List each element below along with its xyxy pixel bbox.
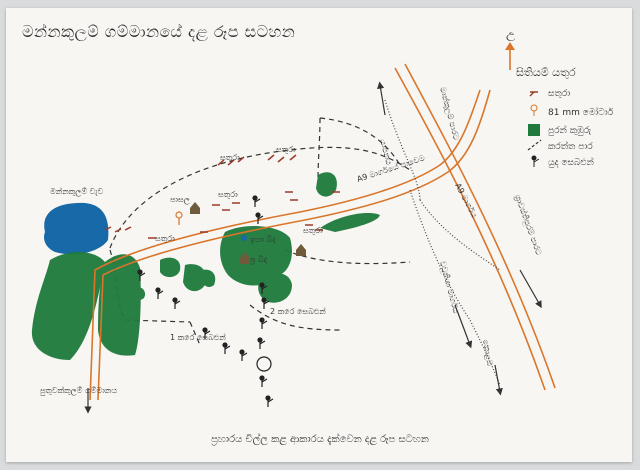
legend-cart-track-icon xyxy=(527,139,542,151)
enemy-label-right: සතුරා xyxy=(303,226,323,235)
village-south-label: පුතුවක්කුලම් ගම්මානය xyxy=(39,385,117,396)
legend-item-label-enemy: සතුරා xyxy=(548,89,570,99)
point-a-label: ඉහා බිද xyxy=(250,235,276,244)
enemy-symbol-icons xyxy=(104,154,340,239)
road-label-north: යාපනය xyxy=(378,138,393,166)
enemy-label-north2: සතුරා xyxy=(276,145,296,154)
rail-lines xyxy=(384,99,501,386)
point-b-label: ප්‍ර බිද xyxy=(249,255,267,264)
mannakulam-tank xyxy=(44,202,109,255)
temple-label: පාසල xyxy=(170,195,190,205)
mortar-icon xyxy=(175,211,183,225)
objective-circle xyxy=(256,356,272,372)
enemy-label-center: සතුරා xyxy=(218,190,238,199)
building-icons xyxy=(190,202,306,264)
soldier-icons xyxy=(137,195,274,407)
legend-item-label-mortar: 81 mm මෝටාර් xyxy=(548,107,614,118)
legend-item-label-paddy: පුරන් කුඹුරු xyxy=(548,125,592,136)
company-2-label: 2 කරෙ සෙබළුන් xyxy=(270,306,326,316)
map-sheet xyxy=(6,8,632,462)
legend-soldier-icon xyxy=(531,155,540,167)
map-caption: ප්‍රහාරය චිල්ල කළ ආකාරය දැක්වෙන දළ රූප ස… xyxy=(211,434,429,445)
company-1-label: 1 කරෙ සෙබළුන් xyxy=(170,332,226,342)
road-label-kolugu: කොළඹ xyxy=(480,339,494,367)
water-point-icon xyxy=(241,235,247,241)
legend-mortar-icon xyxy=(530,104,538,116)
a9-road xyxy=(89,63,556,401)
north-arrow-icon xyxy=(505,42,515,70)
road-label-east: ශ්‍රාවස්තිපුරම් පාරට xyxy=(513,193,544,257)
legend-title: සිතියම් යතුර xyxy=(516,66,576,79)
north-glyph: උ xyxy=(506,27,515,42)
legend-item-label-soldier: යුද සෙබළුන් xyxy=(548,157,594,168)
road-label-south: වවුනියා මාර්ගය xyxy=(438,260,462,315)
legend-paddy-field-icon xyxy=(528,124,540,136)
map-title: මන්නකුලම් ගම්මානයේ දළ රූප සටහන xyxy=(22,22,296,41)
enemy-label-north1: සතුරා xyxy=(220,153,240,162)
enemy-label-left: සතුරා xyxy=(155,234,175,243)
paddy-fields xyxy=(31,172,380,360)
legend-item-label-cart-track: කරත්ත පාර xyxy=(548,141,593,152)
tank-label: මන්නකුලම් වැව xyxy=(50,186,104,197)
legend-enemy-symbol-icon xyxy=(529,91,538,97)
road-arrows xyxy=(84,81,542,414)
